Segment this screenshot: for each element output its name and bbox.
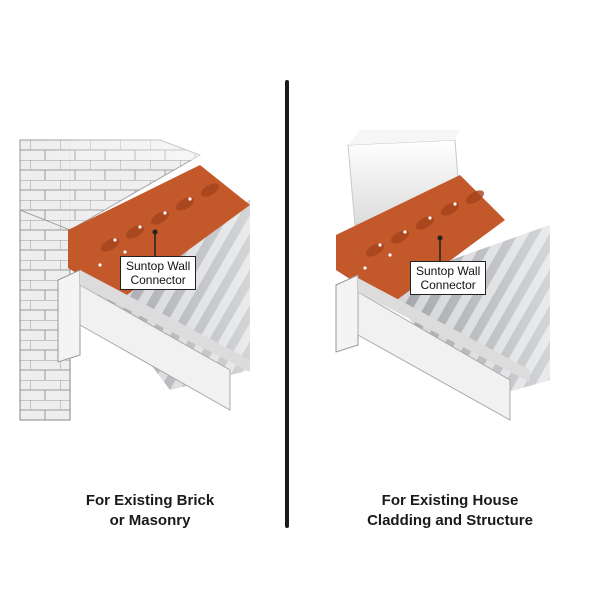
callout-line-2: Connector	[420, 278, 476, 292]
brick-masonry-panel: Suntop Wall Connector For Existing Brick…	[0, 120, 300, 531]
callout-line-2: Connector	[130, 273, 186, 287]
caption-line-2: or Masonry	[109, 512, 191, 529]
suntop-wall-connector-callout: Suntop Wall Connector	[410, 261, 487, 295]
callout-line-1: Suntop Wall	[416, 264, 481, 278]
panel-divider	[285, 80, 289, 528]
house-cladding-illustration	[335, 130, 550, 421]
caption-line-1: For Existing Brick	[85, 492, 215, 509]
callout-line-1: Suntop Wall	[126, 259, 191, 273]
brick-wall-illustration	[19, 120, 250, 421]
brick-masonry-caption: For Existing Brick or Masonry	[0, 491, 300, 531]
suntop-wall-connector-callout: Suntop Wall Connector	[120, 256, 197, 290]
caption-line-1: For Existing House	[381, 492, 519, 509]
wall-connector-flashing	[68, 165, 250, 300]
wall-connector-flashing	[336, 175, 505, 305]
house-cladding-caption: For Existing House Cladding and Structur…	[300, 491, 600, 531]
caption-line-2: Cladding and Structure	[367, 512, 533, 529]
house-cladding-panel: Suntop Wall Connector For Existing House…	[300, 0, 600, 600]
